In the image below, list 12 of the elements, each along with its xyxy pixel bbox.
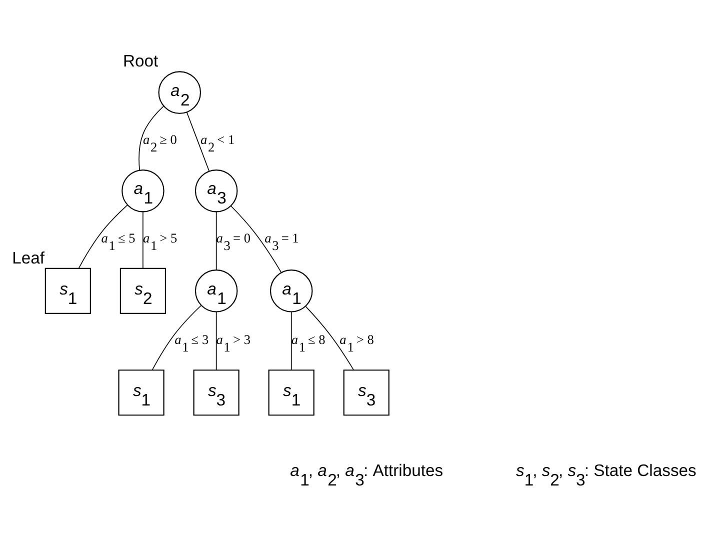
node-label: Leaf: [12, 248, 44, 268]
connector: [305, 306, 354, 370]
connector: [142, 211, 144, 269]
node-label: Root: [122, 52, 158, 71]
connector: [78, 204, 128, 269]
connector: [230, 205, 282, 273]
connector: [290, 312, 292, 370]
connector: [152, 305, 202, 370]
connector: [186, 112, 210, 172]
connector: [138, 106, 164, 171]
connector: [216, 312, 217, 370]
connector: [216, 211, 217, 270]
